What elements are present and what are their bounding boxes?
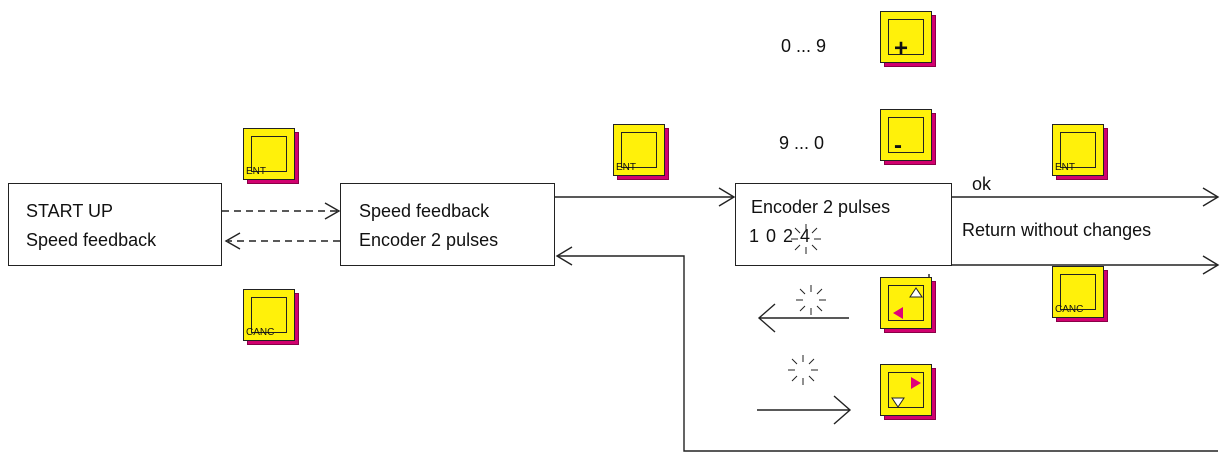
startup-box: START UP Speed feedback (8, 183, 222, 266)
canc-key-label: CANC (246, 327, 275, 338)
enter-arrowhead (718, 187, 736, 207)
blink-digit-icon (791, 224, 821, 254)
ent-key-label: ENT (616, 162, 636, 173)
cancel-arrowhead (1202, 255, 1220, 275)
edit-box: Encoder 2 pulses 1 0 2 4 (735, 183, 952, 266)
minus-icon: - (894, 132, 902, 159)
startup-line2: Speed feedback (26, 230, 157, 250)
range-up-label: 0 ... 9 (781, 36, 827, 56)
shift-left-key[interactable] (880, 277, 936, 333)
return-arrowhead (555, 246, 573, 266)
right-down-triangles-icon (891, 377, 921, 408)
range-down-label: 9 ... 0 (779, 133, 825, 153)
menu-line2: Encoder 2 pulses (359, 230, 499, 250)
edit-line2: 1 0 2 4 (749, 226, 812, 246)
edit-line1: Encoder 2 pulses (751, 197, 891, 217)
menu-box: Speed feedback Encoder 2 pulses (340, 183, 555, 266)
return-line (558, 255, 1218, 452)
canc-key-1[interactable]: CANC (243, 289, 299, 345)
blink-left-icon (796, 285, 826, 315)
shift-left-arrowhead (757, 303, 776, 333)
menu-line1: Speed feedback (359, 201, 490, 221)
canc-key-label: CANC (1055, 304, 1084, 315)
ent-key-label: ENT (246, 166, 266, 177)
ent-key-2[interactable]: ENT (613, 124, 669, 180)
return-label: Return without changes (962, 220, 1152, 240)
dashed-forward-arrowhead (324, 202, 341, 220)
ent-key-3[interactable]: ENT (1052, 124, 1108, 180)
minus-key[interactable]: - (880, 109, 936, 165)
plus-key[interactable]: + (880, 11, 936, 67)
canc-key-2[interactable]: CANC (1052, 266, 1108, 322)
shift-right-arrowhead (833, 395, 852, 425)
ent-key-1[interactable]: ENT (243, 128, 299, 184)
ok-label: ok (972, 174, 992, 194)
ent-key-label: ENT (1055, 162, 1075, 173)
shift-right-key[interactable] (880, 364, 936, 420)
ok-arrowhead (1202, 187, 1220, 207)
dashed-back-arrowhead (224, 232, 241, 250)
left-up-triangles-icon (893, 287, 923, 319)
blink-right-icon (788, 355, 818, 385)
plus-icon: + (894, 35, 909, 62)
startup-line1: START UP (26, 201, 114, 221)
